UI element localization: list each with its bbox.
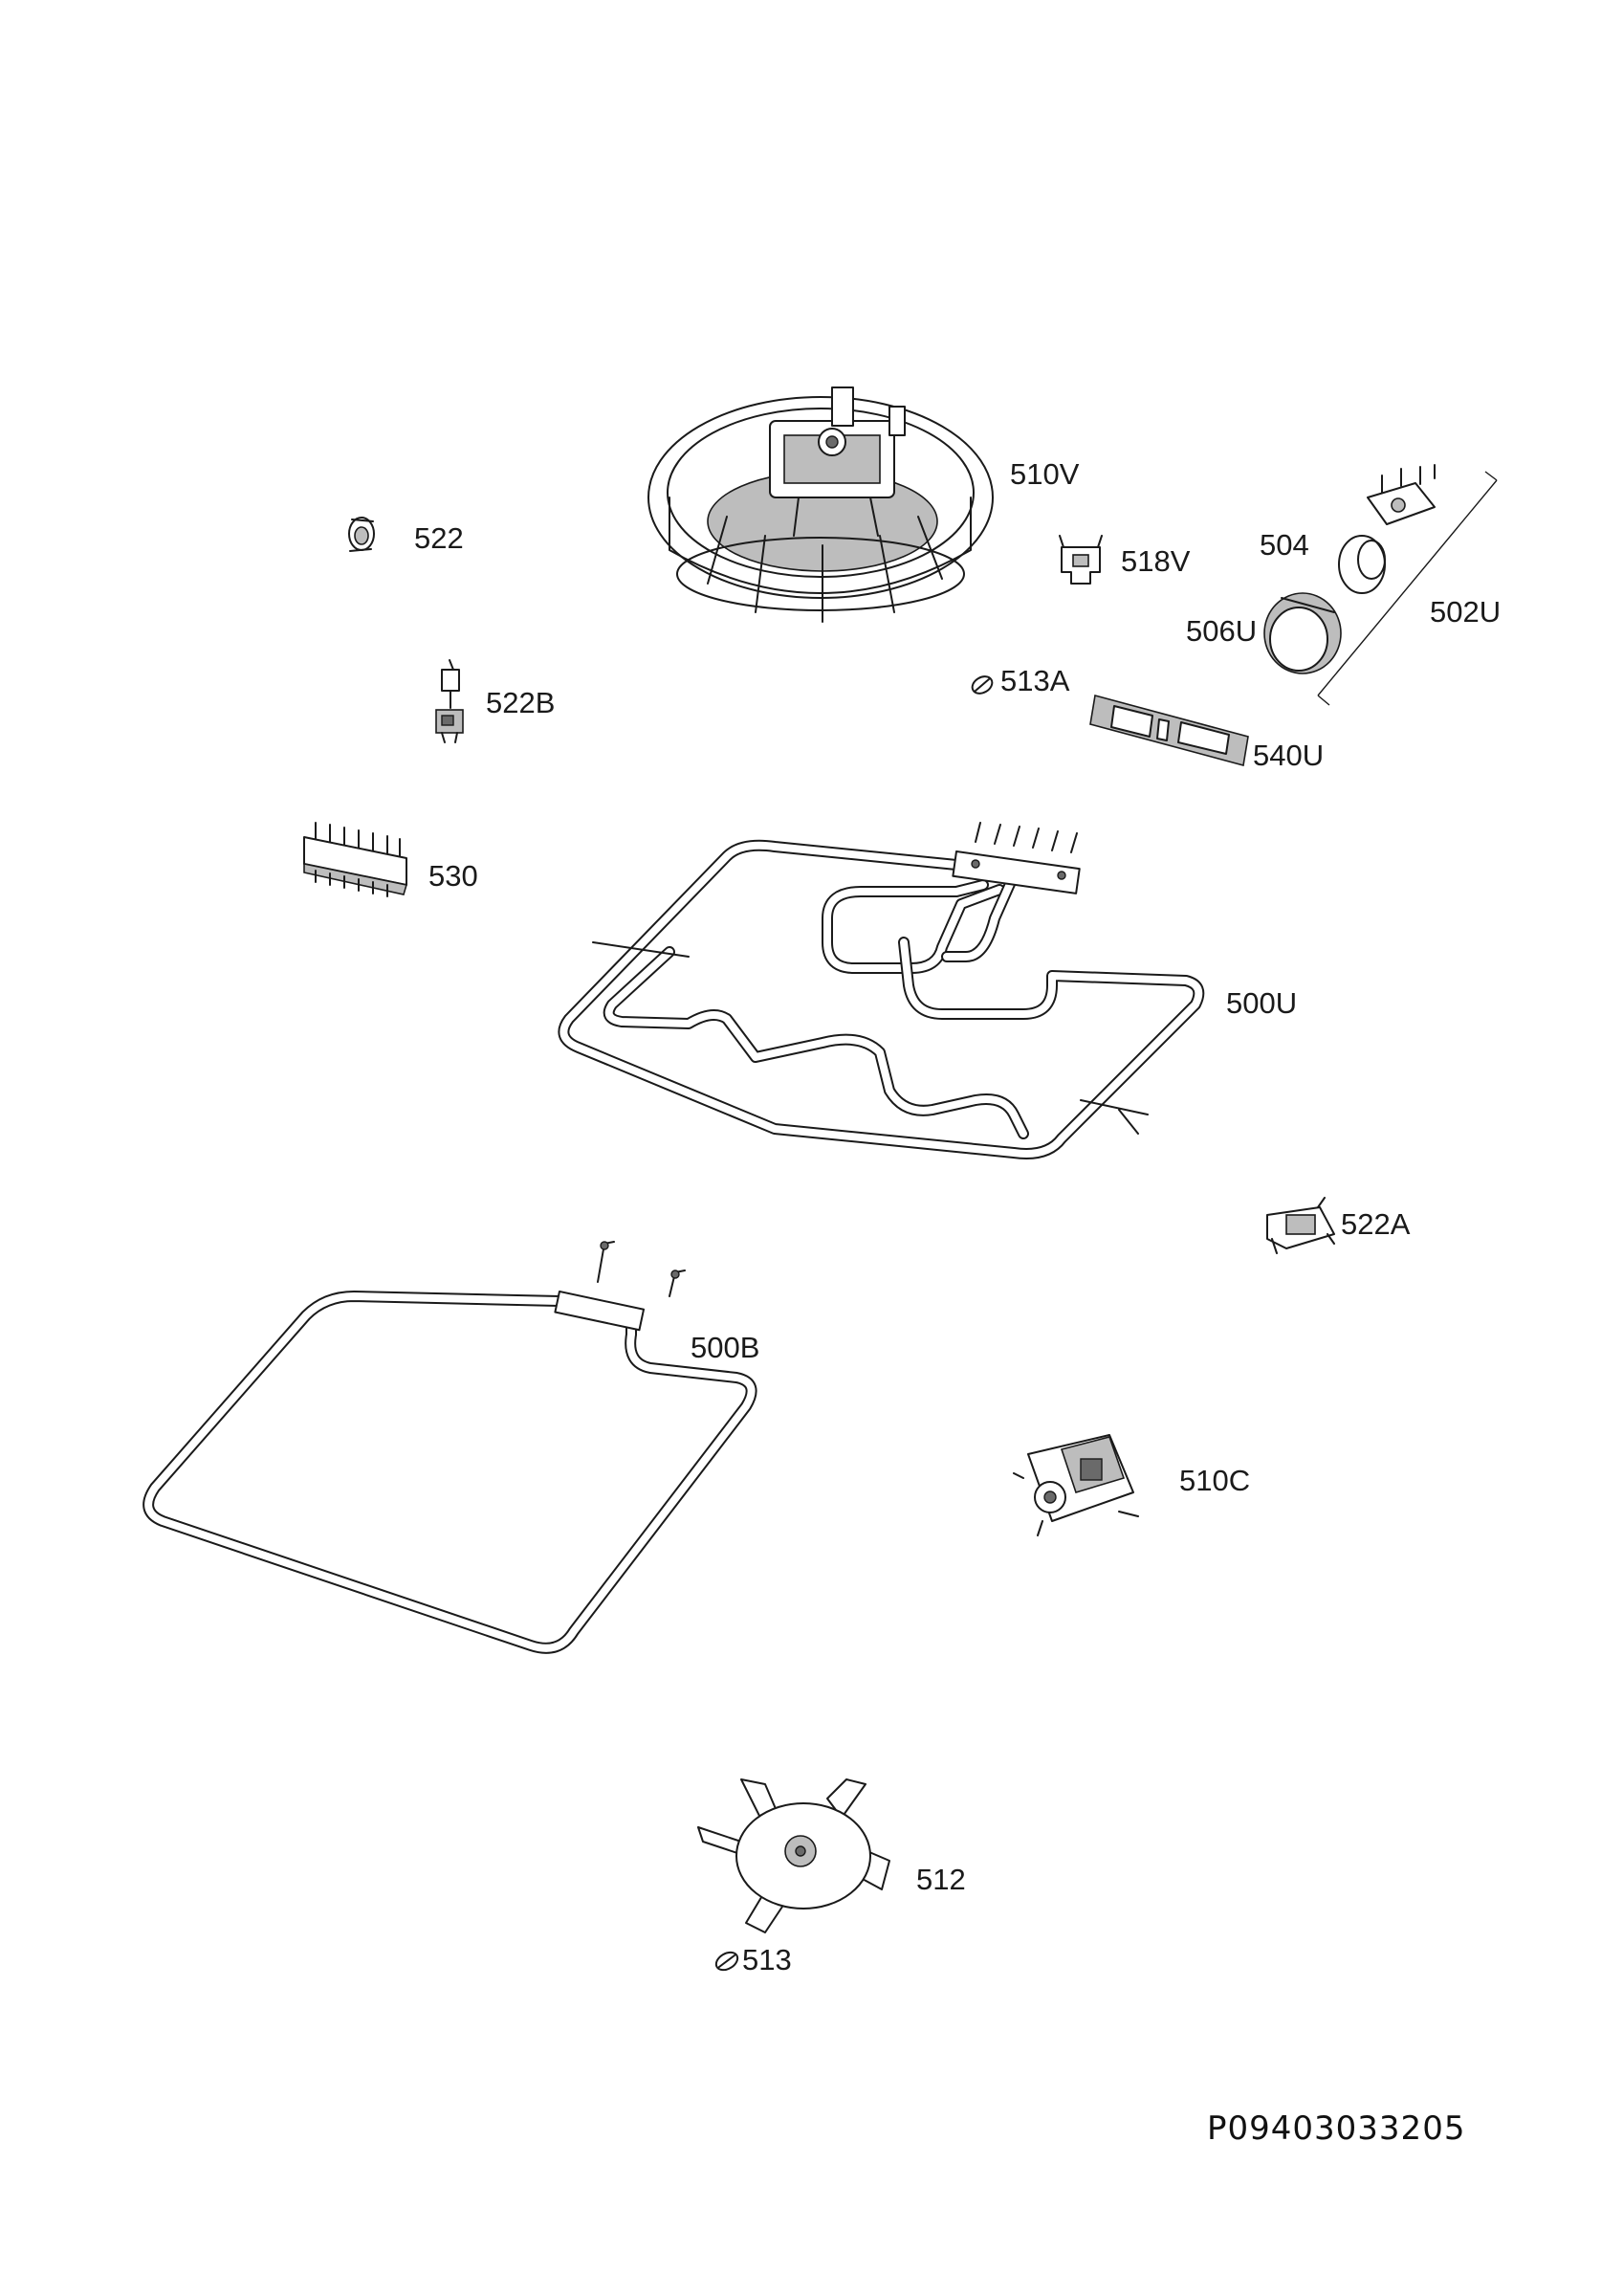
part-506U-lamp-cover <box>1263 592 1342 674</box>
part-510V-fan-assembly <box>647 386 994 623</box>
part-522B-switch <box>435 659 464 743</box>
label-504: 504 <box>1260 528 1309 562</box>
part-500U-upper-heating-element <box>558 822 1205 1159</box>
label-506U: 506U <box>1186 614 1257 648</box>
part-522-clip <box>348 517 375 552</box>
part-502U-lamp-assembly <box>1317 464 1498 706</box>
part-512-fan-blade <box>697 1778 890 1933</box>
part-504-lamp-bulb <box>1338 535 1386 594</box>
part-500B-lower-heating-element <box>143 1241 757 1654</box>
label-500B: 500B <box>691 1331 759 1364</box>
label-530: 530 <box>428 859 478 893</box>
label-522: 522 <box>414 521 464 555</box>
label-513: 513 <box>742 1943 792 1976</box>
label-500U: 500U <box>1226 986 1297 1020</box>
document-code: P09403033205 <box>1207 2109 1466 2148</box>
label-510V: 510V <box>1010 457 1080 491</box>
part-522A-thermostat <box>1266 1197 1335 1254</box>
label-522A: 522A <box>1341 1207 1411 1241</box>
part-518V-bracket <box>1059 535 1103 585</box>
label-502U: 502U <box>1430 595 1501 629</box>
part-510C-fan-motor <box>1013 1434 1139 1536</box>
label-513A: 513A <box>1000 664 1070 697</box>
part-513A-nut <box>971 675 994 695</box>
label-510C: 510C <box>1179 1464 1250 1497</box>
part-540U-gasket <box>1089 694 1249 767</box>
label-540U: 540U <box>1253 739 1324 772</box>
label-522B: 522B <box>486 686 555 719</box>
label-512: 512 <box>916 1863 966 1896</box>
part-530-terminal-block <box>303 822 408 897</box>
label-518V: 518V <box>1121 544 1191 578</box>
part-513-nut <box>714 1951 739 1972</box>
